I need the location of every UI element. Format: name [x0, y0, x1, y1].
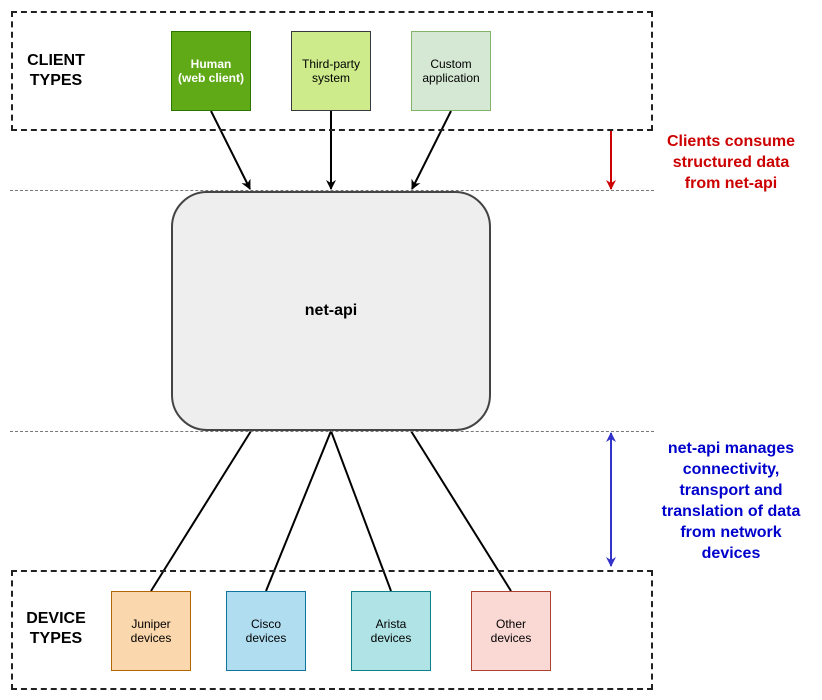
arrow-custom-app-to-net-api	[411, 110, 452, 190]
client-node-label: Human (web client)	[177, 57, 244, 85]
arrow-human-to-net-api	[210, 110, 251, 190]
device-node-juniper: Juniper devices	[111, 591, 191, 671]
client-node-label: Third-party system	[301, 57, 360, 85]
client-types-label: CLIENT TYPES	[27, 52, 85, 89]
device-node-other: Other devices	[471, 591, 551, 671]
device-node-label: Arista devices	[370, 617, 412, 645]
client-node-label: Custom application	[422, 57, 480, 85]
device-node-label: Juniper devices	[130, 617, 172, 645]
device-node-arista: Arista devices	[351, 591, 431, 671]
device-node-cisco: Cisco devices	[226, 591, 306, 671]
client-types-group	[11, 11, 653, 131]
annotation-clients: Clients consume structured data from net…	[666, 133, 796, 192]
net-api-node: net-api	[171, 191, 491, 431]
client-node-third-party: Third-party system	[291, 31, 371, 111]
divider-top	[10, 190, 654, 191]
line-net-api-to-arista	[330, 430, 392, 592]
device-types-label: DEVICE TYPES	[26, 610, 86, 647]
annotation-devices: net-api manages connectivity, transport …	[661, 440, 801, 562]
client-node-custom-application: Custom application	[411, 31, 491, 111]
client-node-human: Human (web client)	[171, 31, 251, 111]
line-net-api-to-other	[410, 430, 512, 592]
line-net-api-to-juniper	[150, 430, 252, 592]
device-node-label: Cisco devices	[245, 617, 287, 645]
device-types-group	[11, 570, 653, 690]
net-api-label: net-api	[304, 302, 358, 319]
line-net-api-to-cisco	[265, 430, 332, 592]
divider-bottom	[10, 431, 654, 432]
device-node-label: Other devices	[490, 617, 532, 645]
